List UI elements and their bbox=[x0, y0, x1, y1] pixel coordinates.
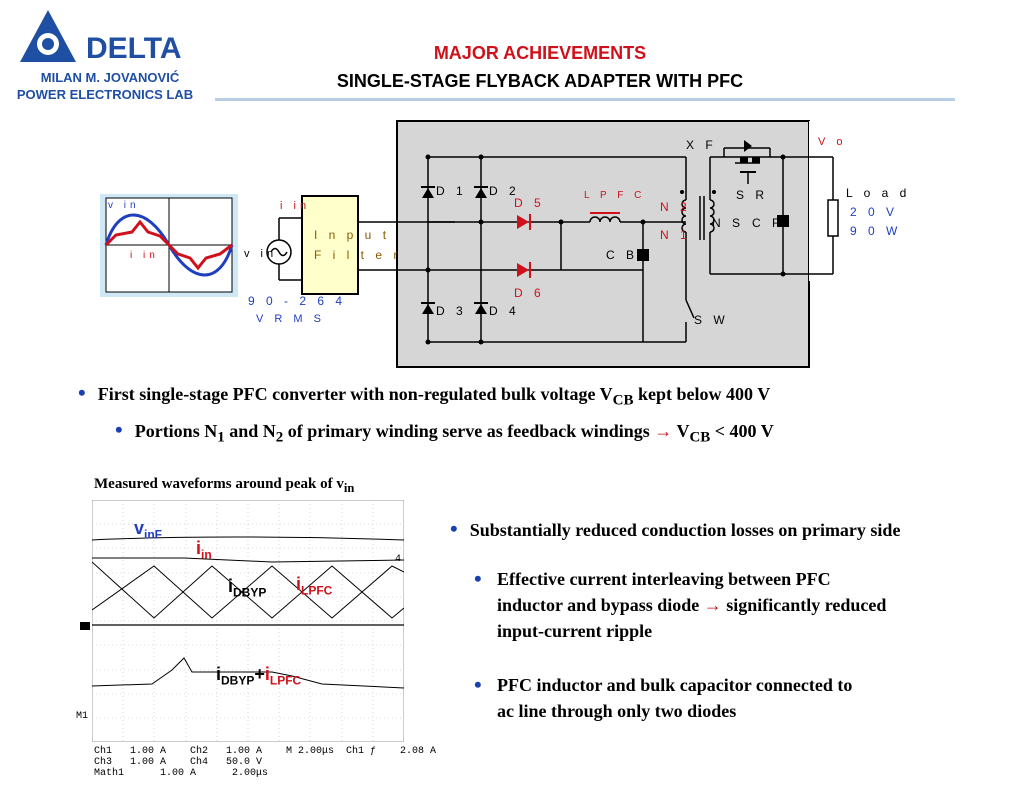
d5-label: D 5 bbox=[514, 196, 545, 210]
oscilloscope-screen: vinF iin iDBYP iLPFC iDBYP+iLPFC 4 bbox=[92, 500, 404, 742]
bullet-text: Effective current interleaving between P… bbox=[497, 569, 887, 641]
d1-label: D 1 bbox=[436, 184, 467, 198]
bullet-text: Portions N1 and N2 of primary winding se… bbox=[134, 421, 774, 446]
sw-label: S W bbox=[694, 313, 729, 327]
d4-label: D 4 bbox=[489, 304, 520, 318]
xf-label: X F bbox=[686, 138, 717, 152]
delta-triangle-icon: DELTA bbox=[20, 10, 182, 65]
bullet-right-2: • Effective current interleaving between… bbox=[474, 566, 886, 644]
iin-wave-label: iin bbox=[196, 538, 212, 562]
sr-label: S R bbox=[736, 188, 769, 202]
n2-label: N 2 bbox=[660, 200, 691, 214]
circuit-schematic: v in i in i in v in I n p u t F i l t e … bbox=[0, 0, 1024, 380]
bullet-dot: • bbox=[450, 516, 458, 541]
bullet-text: First single-stage PFC converter with no… bbox=[97, 384, 771, 409]
lab-name: POWER ELECTRONICS LAB bbox=[16, 87, 194, 102]
inset-vin-label: v in bbox=[108, 200, 140, 211]
bullet-right-3: • PFC inductor and bulk capacitor connec… bbox=[474, 672, 852, 724]
cb-label: C B bbox=[606, 248, 639, 262]
scope-caption: Measured waveforms around peak of vin bbox=[94, 476, 355, 495]
sum-current-label: iDBYP+iLPFC bbox=[216, 664, 302, 688]
d6-label: D 6 bbox=[514, 286, 545, 300]
scope-settings-row-1: Ch1 1.00 A Ch2 1.00 A M 2.00μs Ch1 ƒ 2.0… bbox=[94, 746, 437, 757]
input-range-label: 9 0 - 2 6 4 bbox=[248, 294, 347, 308]
bullet-dot: • bbox=[115, 417, 123, 442]
load-label: L o a d bbox=[846, 186, 911, 200]
vo-label: V o bbox=[818, 136, 847, 148]
lpfc-label: L P F C bbox=[584, 190, 646, 201]
vinf-label: vinF bbox=[134, 518, 163, 542]
author-name: MILAN M. JOVANOVIĆ bbox=[40, 70, 180, 85]
input-unit-label: V R M S bbox=[256, 313, 325, 325]
page-title: MAJOR ACHIEVEMENTS bbox=[433, 43, 647, 63]
page-subtitle: SINGLE-STAGE FLYBACK ADAPTER WITH PFC bbox=[336, 71, 744, 91]
vin-label: v in bbox=[244, 248, 278, 260]
ilpfc-label: iLPFC bbox=[296, 574, 333, 598]
ch-marker bbox=[80, 622, 90, 630]
bullet-dot: • bbox=[474, 566, 482, 591]
idbyp-label: iDBYP bbox=[228, 576, 267, 600]
input-filter-label-1: I n p u t bbox=[314, 228, 391, 242]
logo-wordmark: DELTA bbox=[86, 32, 182, 65]
bullet-sub-1: • Portions N1 and N2 of primary winding … bbox=[115, 417, 774, 447]
inset-iin-label: i in bbox=[130, 250, 159, 261]
d2-label: D 2 bbox=[489, 184, 520, 198]
scope-settings-row-2: Ch3 1.00 A Ch4 50.0 V bbox=[94, 757, 263, 768]
title-underline bbox=[215, 98, 955, 101]
ch4-marker: 4 bbox=[395, 554, 402, 565]
ns-label: N S bbox=[712, 216, 745, 230]
bullet-dot: • bbox=[474, 672, 482, 697]
cf-label: C F bbox=[752, 216, 784, 230]
d3-label: D 3 bbox=[436, 304, 467, 318]
bullet-right-1: • Substantially reduced conduction losse… bbox=[450, 516, 900, 542]
delta-logo: DELTA bbox=[14, 6, 204, 66]
n1-label: N 1 bbox=[660, 228, 691, 242]
bullet-text: PFC inductor and bulk capacitor connecte… bbox=[497, 675, 853, 721]
m1-marker: M1 bbox=[76, 711, 89, 722]
arrow-right-icon: → bbox=[654, 421, 673, 441]
input-filter-label-2: F i l t e r bbox=[314, 248, 402, 262]
iin-label: i in bbox=[280, 200, 311, 212]
bullet-dot: • bbox=[78, 380, 86, 405]
arrow-right-icon: → bbox=[703, 595, 722, 615]
load-voltage-label: 2 0 V bbox=[850, 205, 899, 219]
bullet-main-1: • First single-stage PFC converter with … bbox=[78, 380, 770, 410]
bullet-text: Substantially reduced conduction losses … bbox=[469, 520, 901, 540]
load-power-label: 9 0 W bbox=[850, 224, 902, 238]
scope-settings-row-3: Math1 1.00 A 2.00μs bbox=[94, 768, 269, 779]
